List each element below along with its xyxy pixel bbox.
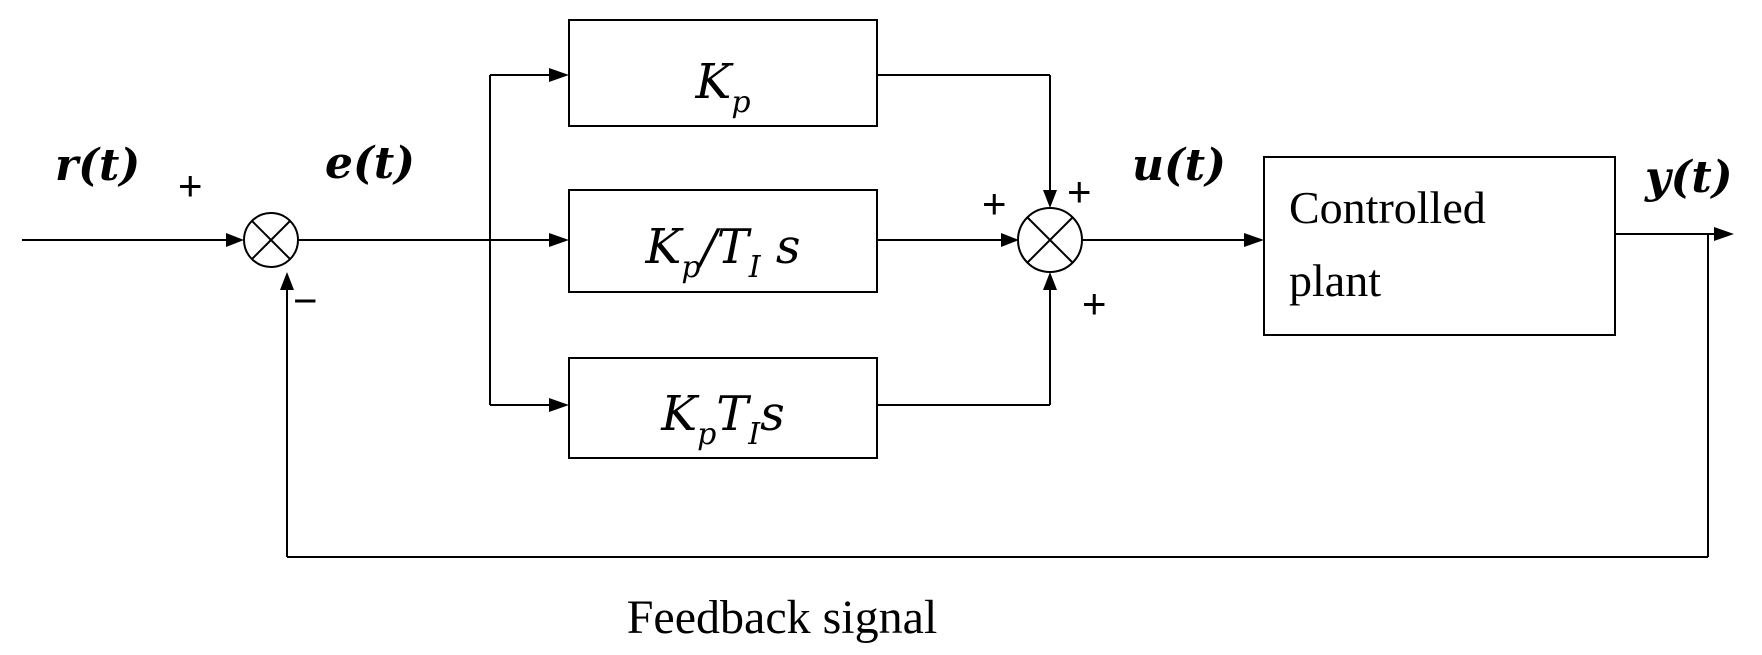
plant-label-line1: Controlled — [1289, 182, 1486, 233]
plant-label-line2: plant — [1289, 255, 1381, 306]
integral-gain-label: Kp/TI s — [644, 219, 800, 285]
sum-derivative-plus-sign: + — [1082, 280, 1107, 327]
feedback-minus-sign: − — [293, 277, 318, 324]
pid-summing-junction — [1017, 207, 1083, 273]
signal-lines — [22, 74, 1720, 558]
arrow-into-derivative — [549, 398, 569, 412]
error-signal-label: e(t) — [325, 138, 415, 189]
arrow-into-plant — [1244, 233, 1264, 247]
output-signal-label: y(t) — [1644, 152, 1733, 203]
arrow-output — [1714, 227, 1734, 241]
sum-integral-plus-sign: + — [982, 180, 1007, 227]
controlled-plant-block — [1263, 156, 1616, 336]
reference-signal-label: r(t) — [55, 140, 140, 191]
arrow-integral-into-sum — [1001, 233, 1019, 247]
proportional-gain-label: Kp — [694, 54, 750, 120]
integral-block — [568, 189, 878, 293]
arrowheads — [226, 68, 1734, 412]
arrow-into-feedback-sum — [280, 272, 294, 290]
control-signal-label: u(t) — [1132, 140, 1226, 191]
sum-proportional-plus-sign: + — [1067, 168, 1092, 215]
arrow-derivative-into-sum — [1043, 272, 1057, 290]
derivative-gain-label: KpTIs — [660, 386, 785, 452]
feedback-signal-caption: Feedback signal — [627, 591, 938, 644]
arrow-into-proportional — [549, 68, 569, 82]
arrow-proportional-into-sum — [1043, 190, 1057, 208]
arrow-into-integral — [549, 233, 569, 247]
derivative-block — [568, 357, 878, 459]
proportional-block — [568, 19, 878, 127]
arrow-into-error-sum — [226, 233, 244, 247]
error-summing-junction — [243, 212, 299, 268]
reference-plus-sign: + — [178, 162, 203, 209]
